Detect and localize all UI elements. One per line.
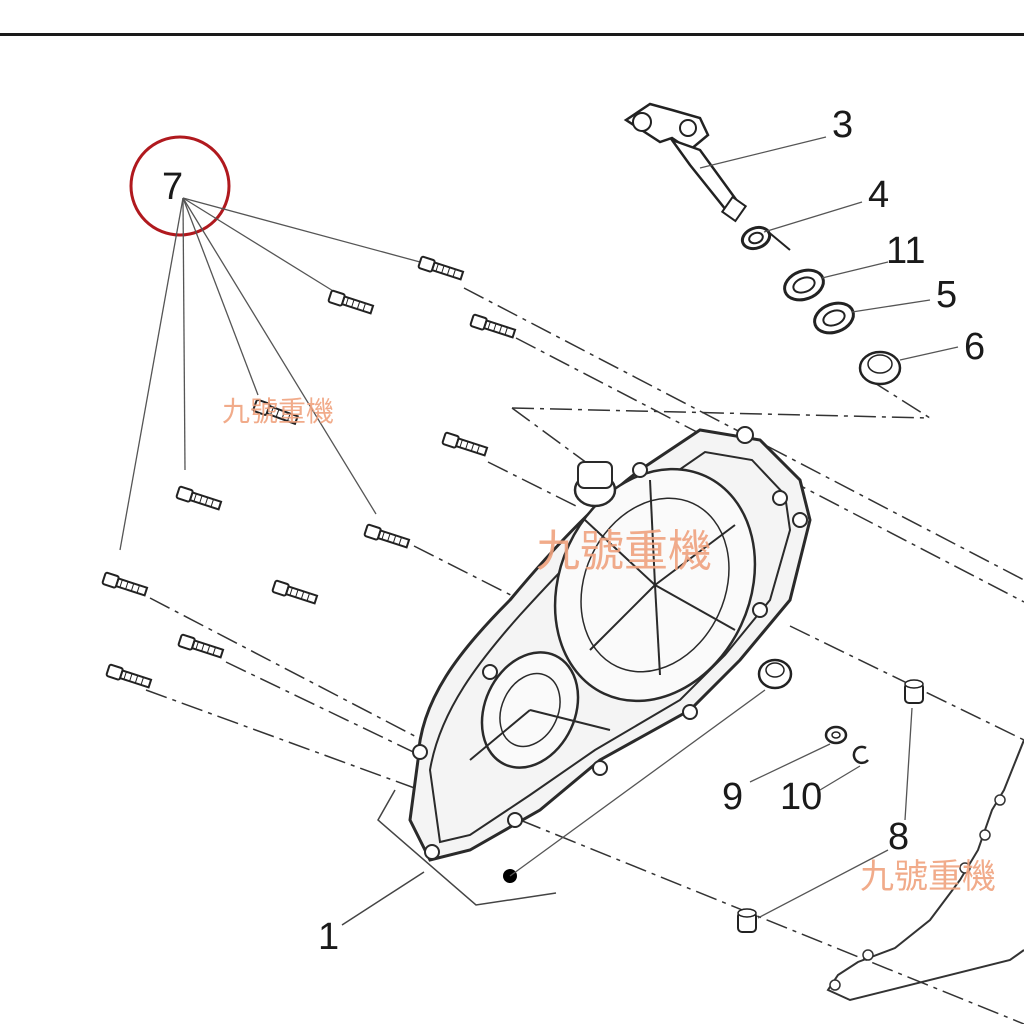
leader-11 — [821, 261, 889, 279]
leader-lines-7 — [119, 197, 421, 551]
bearing-6 — [858, 350, 902, 386]
bolt — [363, 523, 411, 551]
bolts — [101, 255, 517, 691]
leader-4 — [763, 201, 863, 233]
watermark-3: 九號重機 — [860, 857, 996, 897]
circlip-10 — [852, 745, 869, 765]
leader-dot — [509, 689, 766, 877]
bolt — [101, 571, 149, 599]
washer-9 — [824, 725, 848, 745]
callout-6: 6 — [964, 326, 986, 368]
oil-seal-5 — [813, 301, 855, 335]
bolt — [175, 485, 223, 513]
top-rule — [0, 33, 1024, 36]
bolt — [271, 579, 319, 607]
leader-3 — [699, 136, 827, 169]
watermark-1: 九號重機 — [222, 395, 335, 428]
leader-5 — [851, 299, 931, 313]
callout-11: 11 — [886, 230, 926, 272]
bolt — [327, 289, 375, 317]
leader-8 — [757, 707, 913, 919]
leader-6 — [899, 346, 959, 361]
callout-4: 4 — [868, 174, 890, 216]
spring — [740, 225, 791, 251]
oil-seal-11 — [783, 268, 825, 302]
bolt — [441, 431, 489, 459]
bolt — [105, 663, 153, 691]
shift-shaft — [623, 102, 748, 223]
bracket-1 — [341, 789, 557, 926]
callout-1: 1 — [318, 916, 340, 958]
callout-10: 10 — [780, 776, 823, 818]
leader-10 — [819, 765, 861, 791]
bolt — [177, 633, 225, 661]
callout-9: 9 — [722, 776, 744, 818]
callout-5: 5 — [936, 274, 958, 316]
highlight-circle — [129, 135, 231, 237]
bolt — [417, 255, 465, 283]
watermark-2: 九號重機 — [536, 526, 712, 577]
bearing-cover — [757, 658, 793, 690]
transmission-cover — [408, 426, 812, 862]
callout-7: 7 — [162, 166, 184, 208]
gasket-holes — [829, 794, 1006, 991]
dowel-pins-8 — [737, 679, 924, 933]
callout-3: 3 — [832, 104, 854, 146]
leader-9 — [749, 743, 831, 783]
gasket-outline — [826, 739, 1024, 1002]
bolt — [469, 313, 517, 341]
callout-8: 8 — [888, 816, 910, 858]
